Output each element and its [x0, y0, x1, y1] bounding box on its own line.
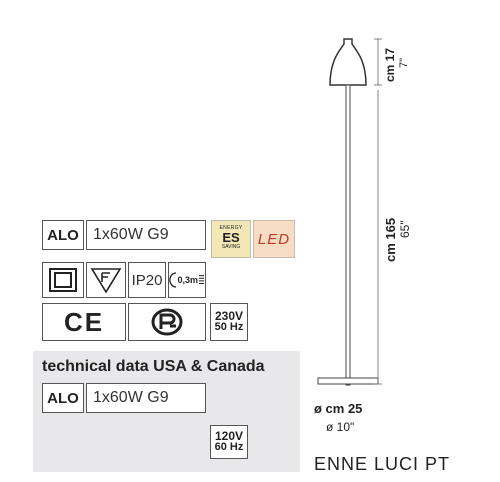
- shade-height-in: 7": [398, 57, 410, 68]
- ip-rating-box: IP20: [128, 262, 166, 298]
- lamp-base: [317, 377, 379, 385]
- voltage-eu-hertz: 50 Hz: [214, 321, 244, 333]
- usa-mount-type-box: ALO: [42, 383, 84, 413]
- voltage-usa-hertz: 60 Hz: [214, 441, 244, 453]
- floor-lamp-drawing: [317, 38, 382, 386]
- base-diameter-in: ø 10": [326, 420, 355, 434]
- distance-mark-box: 0,3m: [168, 262, 206, 298]
- voltage-usa-box: 120V 60 Hz: [210, 425, 248, 459]
- led-badge: LED: [253, 220, 295, 258]
- f-mark-icon: [86, 262, 126, 298]
- shade-height-cm: cm 17: [383, 47, 397, 82]
- bulb-spec-label: 1x60W G9: [93, 226, 169, 243]
- usa-bulb-spec-box: 1x60W G9: [86, 383, 206, 413]
- distance-mark-label: 0,3m: [177, 275, 198, 285]
- gost-r-icon: [151, 308, 183, 336]
- lamp-stem: [345, 84, 351, 386]
- bulb-spec-box: 1x60W G9: [86, 220, 206, 250]
- usa-canada-heading: technical data USA & Canada: [42, 358, 265, 375]
- lamp-shade: [329, 38, 367, 86]
- mount-type-label: ALO: [47, 226, 79, 244]
- voltage-eu-volts: 230V: [214, 309, 244, 323]
- product-name: ENNE LUCI PT: [314, 454, 451, 474]
- lamp-distance-icon: [169, 272, 177, 288]
- total-height-cm: cm 165: [383, 217, 398, 262]
- gost-r-mark-box: [128, 303, 206, 341]
- energy-saving-badge: ENERGY ES SAVING: [211, 220, 251, 258]
- base-diameter-cm: ø cm 25: [314, 401, 363, 416]
- ce-mark-label: CE: [63, 306, 105, 337]
- total-height-in: 65": [398, 220, 412, 238]
- usa-mount-type-label: ALO: [47, 389, 79, 407]
- ip-rating-label: IP20: [131, 271, 163, 289]
- class-ii-icon: [42, 262, 84, 298]
- usa-bulb-spec-label: 1x60W G9: [93, 389, 169, 406]
- voltage-usa-volts: 120V: [214, 429, 244, 443]
- energy-badge-bottom: SAVING: [221, 244, 241, 250]
- ce-mark-box: CE: [42, 303, 126, 341]
- energy-badge-top: ENERGY: [219, 225, 243, 231]
- mount-type-box: ALO: [42, 220, 84, 250]
- energy-badge-main: ES: [222, 230, 240, 245]
- led-label: LED: [257, 230, 291, 248]
- light-rays-icon: [198, 275, 205, 285]
- voltage-eu-box: 230V 50 Hz: [210, 303, 248, 341]
